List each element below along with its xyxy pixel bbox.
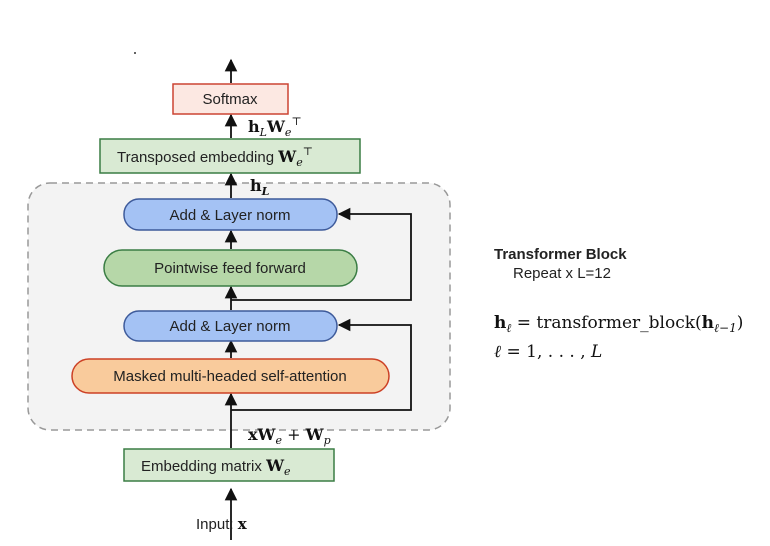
embedding-sum-label: xWe + Wp (248, 425, 331, 447)
self-attention-box (71, 358, 390, 394)
stray-dot (134, 52, 136, 54)
feed-forward-box (103, 249, 358, 287)
softmax-box (172, 83, 289, 115)
softmax-label: Softmax (202, 91, 258, 108)
add-layer-norm-bottom-label: Add & Layer norm (170, 318, 291, 335)
block-title: Transformer Block (494, 246, 627, 263)
input-label: Input: x (196, 515, 248, 533)
embedding-matrix-box (123, 448, 335, 482)
block-repeat: Repeat x L=12 (513, 265, 611, 282)
add-layer-norm-top-box (123, 198, 338, 231)
feed-forward-label: Pointwise feed forward (154, 260, 306, 277)
flow-arrows (224, 58, 412, 540)
output-label: hLWe⊤ (248, 115, 302, 139)
embedding-matrix-label: Embedding matrix We (141, 456, 291, 478)
transposed-embedding-box (99, 138, 361, 174)
transposed-embedding-label: Transposed embedding We⊤ (117, 145, 313, 169)
add-layer-norm-bottom-box (123, 310, 338, 342)
hidden-state-label: hL (250, 176, 270, 198)
self-attention-label: Masked multi-headed self-attention (113, 368, 346, 385)
layer-range-equation: ℓ = 1, . . . , L (494, 342, 602, 362)
add-layer-norm-top-label: Add & Layer norm (170, 207, 291, 224)
block-equation: hℓ = transformer_block(hℓ−1) (494, 313, 743, 335)
